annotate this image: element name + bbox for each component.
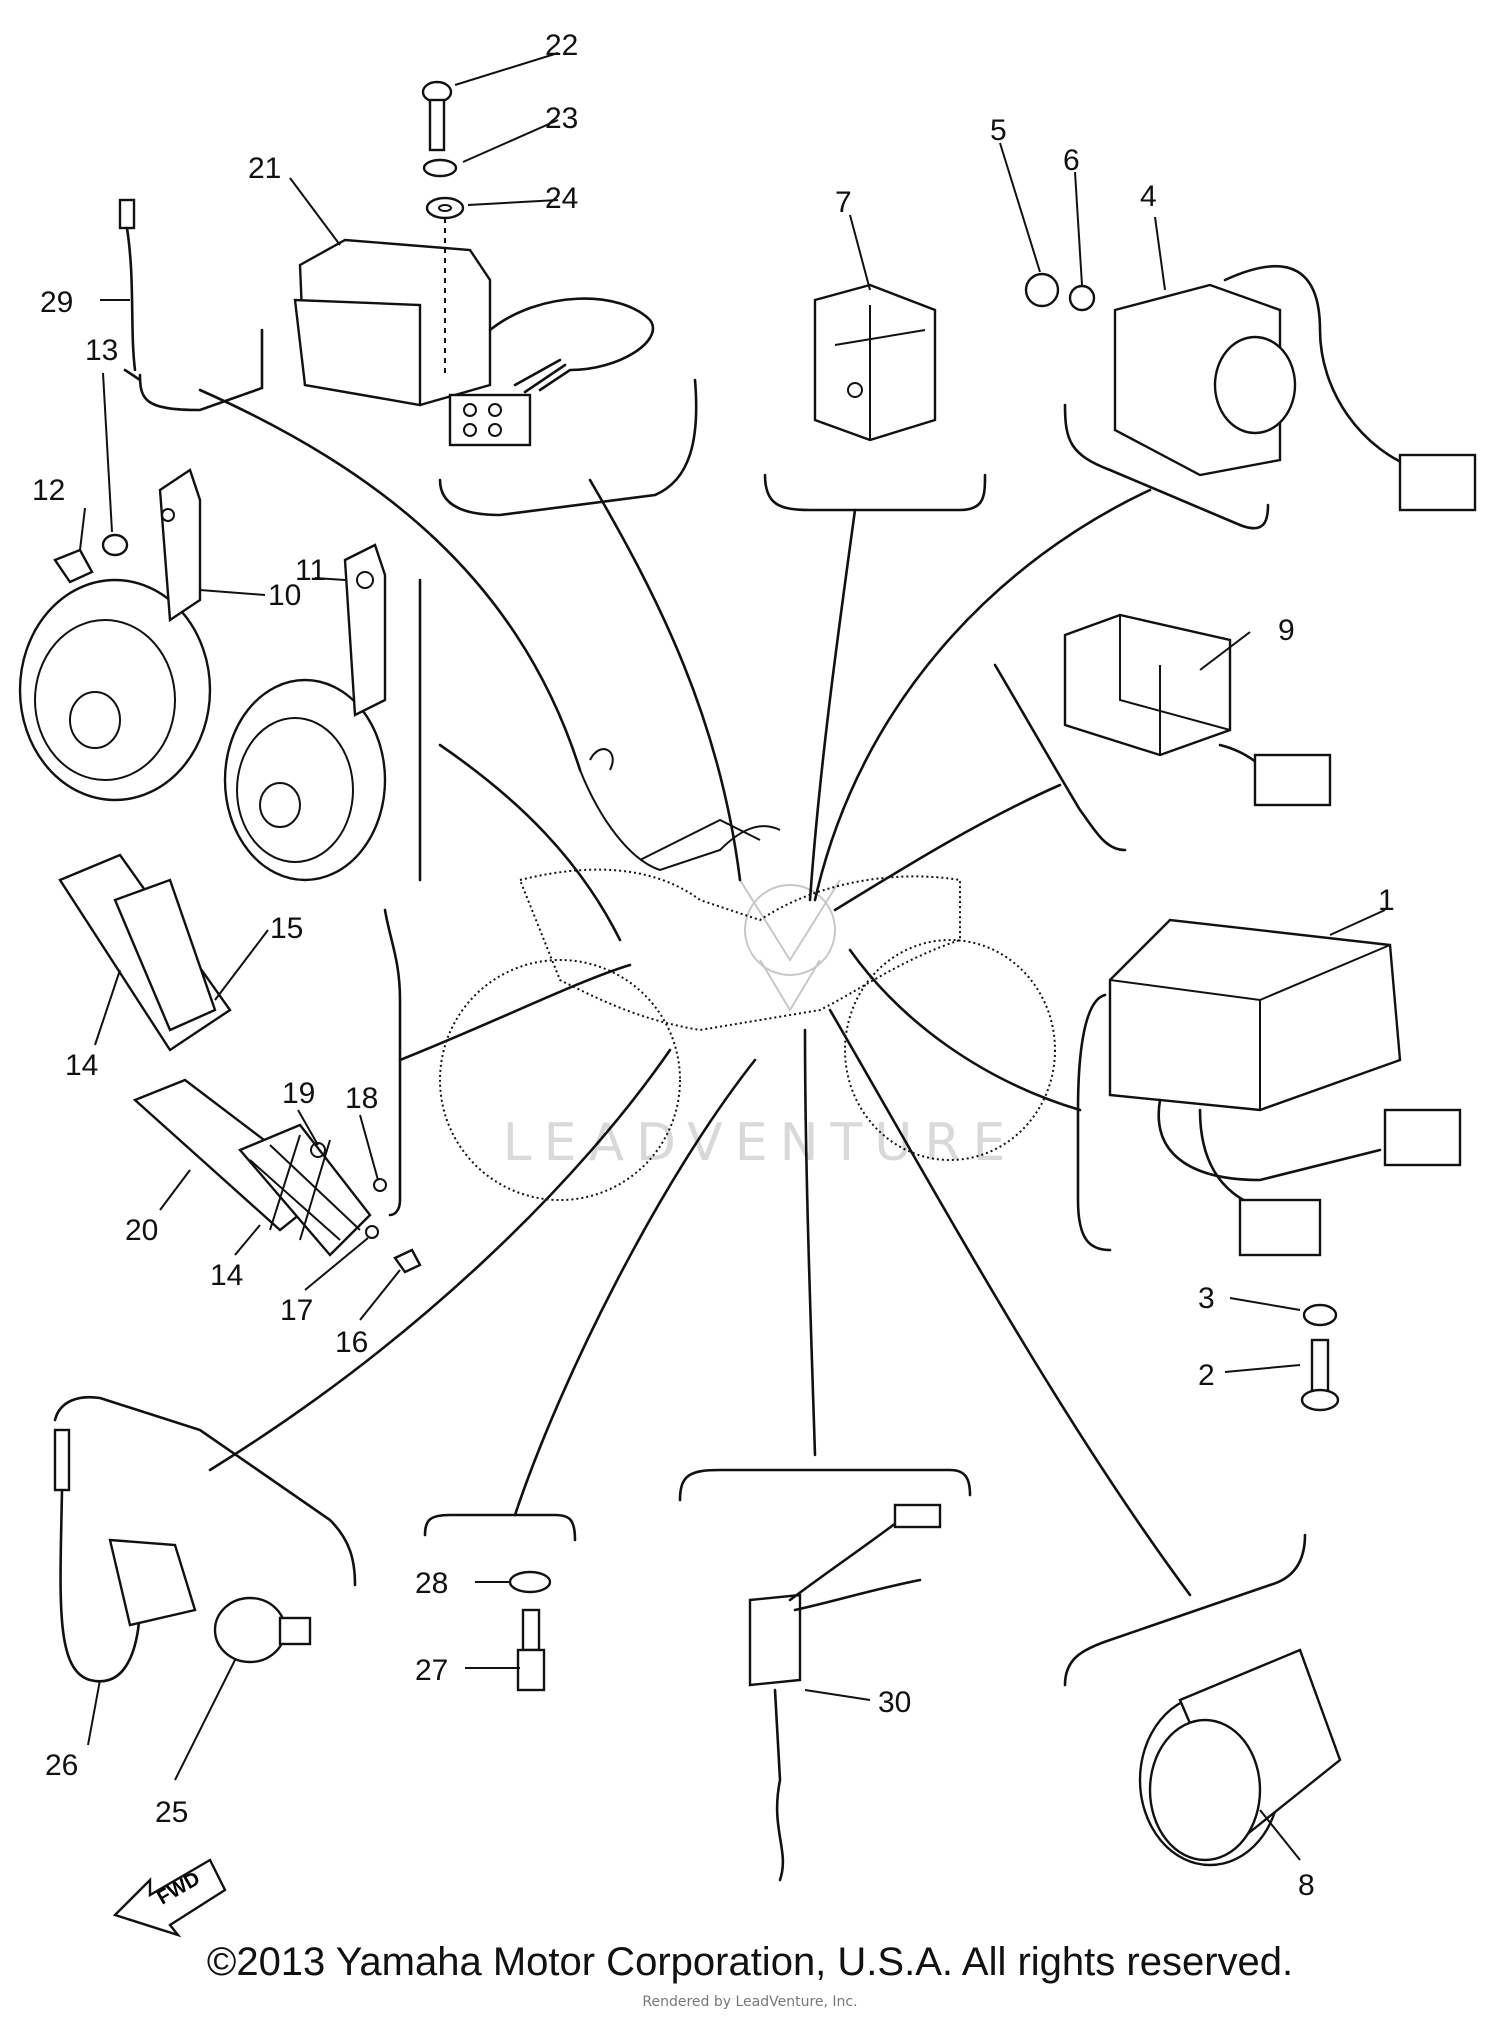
callout-25: 25 <box>155 1796 188 1829</box>
part-25-switch <box>213 1596 312 1664</box>
callout-7: 7 <box>835 186 852 219</box>
rendered-by-note: Rendered by LeadVenture, Inc. <box>642 1994 858 2010</box>
leader-lines <box>198 388 1192 1597</box>
part-1-regulator <box>1108 918 1462 1257</box>
callout-19: 19 <box>282 1077 315 1110</box>
callout-10: 10 <box>268 579 301 612</box>
callout-15: 15 <box>270 912 303 945</box>
callout-24: 24 <box>545 182 578 215</box>
watermark-text: LEADVENTURE <box>503 1113 1018 1173</box>
part-2-3-bolt <box>1300 1303 1340 1412</box>
part-7-relay <box>813 283 937 442</box>
callout-26: 26 <box>45 1749 78 1782</box>
callout-22: 22 <box>545 29 578 62</box>
copyright-notice: ©2013 Yamaha Motor Corporation, U.S.A. A… <box>206 1940 1294 1984</box>
part-20-17-14-cover <box>132 1078 422 1274</box>
callout-23: 23 <box>545 102 578 135</box>
callout-3: 3 <box>1198 1282 1215 1315</box>
part-28-washer <box>508 1570 552 1594</box>
part-30-switch <box>748 1503 942 1882</box>
callout-6: 6 <box>1063 144 1080 177</box>
callout-5: 5 <box>990 114 1007 147</box>
part-11-horn <box>223 543 387 882</box>
part-8-cylinder <box>1138 1648 1342 1867</box>
callout-11: 11 <box>295 554 326 587</box>
callout-numbers: 22 23 24 21 29 7 5 6 4 9 1 3 2 12 13 10 … <box>32 29 1395 1902</box>
watermark-logo <box>739 879 841 1012</box>
callout-20: 20 <box>125 1214 158 1247</box>
part-4-starter-relay <box>1024 264 1477 512</box>
callout-17: 17 <box>280 1294 313 1327</box>
callout-14b: 14 <box>210 1259 243 1292</box>
part-10-horn <box>18 468 212 802</box>
part-9-unit <box>1063 613 1332 807</box>
callout-29: 29 <box>40 286 73 319</box>
callout-28: 28 <box>415 1567 448 1600</box>
callout-2: 2 <box>1198 1359 1215 1392</box>
part-22-24-screw <box>421 80 465 375</box>
part-14-15-cover <box>58 853 232 1052</box>
part-27-plug <box>516 1608 546 1692</box>
callout-30: 30 <box>878 1686 911 1719</box>
part-21-relay <box>293 238 655 447</box>
callout-9: 9 <box>1278 614 1295 647</box>
part-12-13-bolt <box>53 508 175 584</box>
callout-8: 8 <box>1298 1869 1315 1902</box>
callout-18: 18 <box>345 1082 378 1115</box>
callout-21: 21 <box>248 152 281 185</box>
fwd-arrow-icon: FWD <box>112 1858 227 1938</box>
motorcycle-outline <box>439 748 1056 1201</box>
group-brackets <box>53 328 1307 1687</box>
callout-16: 16 <box>335 1326 368 1359</box>
callout-leaders <box>79 52 1386 1861</box>
callout-13: 13 <box>85 334 118 367</box>
part-26-cable <box>53 1428 197 1683</box>
callout-1: 1 <box>1378 884 1395 917</box>
callout-12: 12 <box>32 474 65 507</box>
callout-14a: 14 <box>65 1049 98 1082</box>
callout-27: 27 <box>415 1654 448 1687</box>
callout-4: 4 <box>1140 180 1157 213</box>
part-29-lead-wire <box>118 198 142 382</box>
